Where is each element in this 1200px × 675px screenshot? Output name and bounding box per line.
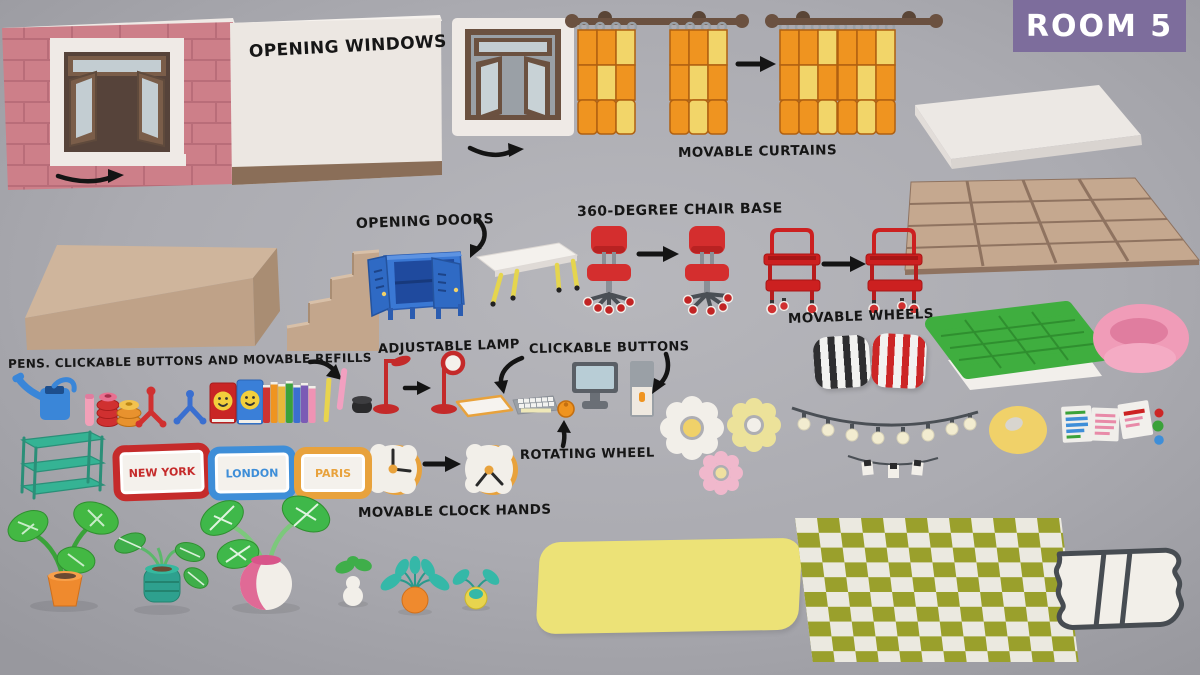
- room-number-badge: ROOM 5: [1013, 0, 1186, 52]
- checkerboard-rug: [795, 518, 1079, 662]
- plant-teal-leaves-orange-pot: [379, 556, 451, 616]
- movable-curtains-set: [565, 10, 946, 144]
- city-sign-paris: PARIS: [294, 447, 372, 499]
- arrow-right-icon: [55, 169, 124, 184]
- curtain-panel-open-right: [669, 29, 728, 135]
- utility-cart: [762, 228, 824, 316]
- smiley-book-blue: [236, 378, 265, 427]
- utility-cart-2: [864, 228, 926, 316]
- note-pink: [1090, 407, 1121, 443]
- arrow-curved-left-icon: [492, 355, 526, 396]
- yellow-mat: [535, 537, 803, 635]
- arrow-curved-down-icon: [462, 217, 492, 262]
- curtain-panel-closed-left: [779, 29, 838, 135]
- plant-monstera-orange-pot: [4, 498, 119, 614]
- teal-shelf: [14, 420, 110, 500]
- arrow-diagonal-icon: [307, 356, 344, 384]
- pink-armchair: [1090, 298, 1192, 378]
- curtain-rod-1: [565, 11, 749, 28]
- striped-pillow-black: [812, 334, 872, 390]
- curtain-panel-closed-right: [837, 29, 896, 135]
- city-sign-london: LONDON: [207, 445, 297, 501]
- tile-floor: [903, 176, 1200, 276]
- city-sign-new-york: NEW YORK: [112, 442, 212, 502]
- stacking-rings-orange: [116, 394, 142, 428]
- mouse-wheel: [556, 398, 576, 420]
- tan-box-platform: [25, 243, 287, 355]
- movable-curtains-label: MOVABLE CURTAINS: [677, 142, 838, 161]
- plant-small-white-vase: [323, 554, 383, 610]
- plain-wall: [230, 15, 442, 187]
- arrow-right-icon: [402, 381, 432, 395]
- arrow-right-icon: [636, 246, 681, 262]
- jack-toy-red: [135, 386, 167, 428]
- wavy-clock-moved: [459, 439, 518, 501]
- opening-window-2: [452, 18, 578, 150]
- mattress-bed: [925, 298, 1109, 394]
- arrow-right-icon: [467, 140, 528, 162]
- monitor: [570, 362, 622, 416]
- note-red: [1117, 400, 1155, 442]
- arrow-up-icon: [554, 420, 574, 449]
- photo-garland: [846, 450, 940, 482]
- striped-pillow-red: [870, 332, 928, 390]
- plant-alocasia-pink-pot: [200, 495, 332, 616]
- staircase: [283, 243, 383, 353]
- locker-cabinet: [367, 244, 472, 326]
- book-row: [263, 377, 323, 425]
- pink-candle: [84, 392, 96, 428]
- string-lights: [790, 400, 980, 452]
- movable-clock-hands-label: MOVABLE CLOCK HANDS: [357, 501, 552, 521]
- floor-lamp-turned: [426, 348, 466, 416]
- pc-tower: [628, 361, 658, 421]
- jack-toy-blue: [173, 390, 207, 427]
- curtain-rod-2: [765, 11, 943, 28]
- stacking-rings-red: [96, 388, 120, 428]
- donut-rug: [986, 404, 1050, 456]
- knob-black: [351, 395, 373, 415]
- brick-wall-window: [0, 18, 236, 190]
- white-floor-slab: [903, 83, 1143, 175]
- note-blue-green: [1061, 405, 1095, 445]
- office-chair: [582, 226, 636, 316]
- plant-teal-leaves-yellow-pot: [449, 558, 503, 612]
- arrow-right-icon: [821, 256, 868, 272]
- plant-teal-pot: [110, 530, 210, 616]
- watering-can: [12, 372, 82, 426]
- office-chair-rotated: [682, 226, 734, 317]
- flower-decor-white: [660, 396, 724, 460]
- wavy-white-rug: [1040, 543, 1191, 634]
- wavy-clock: [364, 439, 422, 501]
- pencil-yellow: [322, 374, 334, 426]
- floor-lamp-down: [370, 348, 411, 416]
- smiley-book-red: [209, 381, 238, 427]
- curtain-panel-open-left: [577, 29, 636, 135]
- pen-pink: [336, 366, 350, 414]
- flower-decor-pink: [698, 451, 744, 495]
- arrow-curved-right-icon: [640, 351, 671, 396]
- arrow-right-icon: [735, 56, 776, 72]
- mousepad: [455, 394, 515, 418]
- table: [475, 241, 580, 309]
- magnet-dots: [1150, 407, 1168, 447]
- flower-decor-yellow: [727, 398, 781, 452]
- rotating-wheel-label: ROTATING WHEEL: [519, 445, 655, 463]
- arrow-right-icon: [422, 456, 463, 472]
- chair-base-label: 360-DEGREE CHAIR BASE: [576, 200, 783, 220]
